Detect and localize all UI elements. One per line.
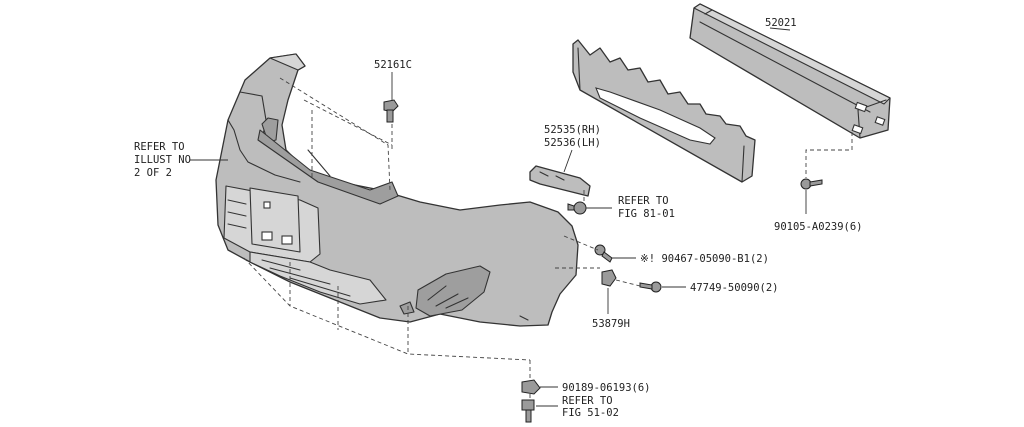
label-52536: 52536(LH) (544, 137, 601, 149)
refer-illust-line3: 2 OF 2 (134, 167, 172, 179)
refer-illust-line1: REFER TO (134, 141, 185, 153)
energy-absorber[interactable] (572, 39, 756, 183)
bumper-cover[interactable] (215, 53, 579, 327)
bolt-47749[interactable] (639, 281, 662, 293)
label-refer-illust: REFER TO ILLUST NO 2 OF 2 (134, 141, 191, 179)
label-52021: 52021 (765, 17, 797, 29)
label-47749: 47749-50090(2) (690, 282, 779, 294)
label-90467: ※! 90467-05090-B1(2) (640, 253, 769, 265)
reinforcement-bar-52021[interactable] (689, 3, 891, 139)
label-refer-fig81: REFER TO FIG 81-01 (618, 195, 675, 220)
bolt-fig51[interactable] (521, 399, 535, 423)
refer-fig51-line1: REFER TO (562, 395, 613, 407)
screw-90105[interactable] (800, 178, 823, 190)
label-52161c: 52161C (374, 59, 412, 71)
refer-illust-line2: ILLUST NO (134, 154, 191, 166)
nut-90189[interactable] (521, 379, 541, 395)
side-bracket[interactable] (529, 165, 591, 197)
label-90105: 90105-A0239(6) (774, 221, 863, 233)
assembly-lines (243, 77, 853, 400)
clip-52161c[interactable] (383, 99, 399, 123)
screw-90467[interactable] (594, 244, 613, 263)
label-refer-fig51: REFER TO FIG 51-02 (562, 395, 619, 419)
nut-53879h[interactable] (601, 269, 617, 287)
label-52535: 52535(RH) (544, 124, 601, 136)
label-53879h: 53879H (592, 318, 630, 330)
leader-lines (190, 27, 807, 407)
refer-fig81-line1: REFER TO (618, 195, 669, 207)
screw-fig81[interactable] (567, 201, 587, 215)
refer-fig51-line2: FIG 51-02 (562, 407, 619, 419)
label-90189: 90189-06193(6) (562, 382, 651, 394)
refer-fig81-line2: FIG 81-01 (618, 208, 675, 220)
